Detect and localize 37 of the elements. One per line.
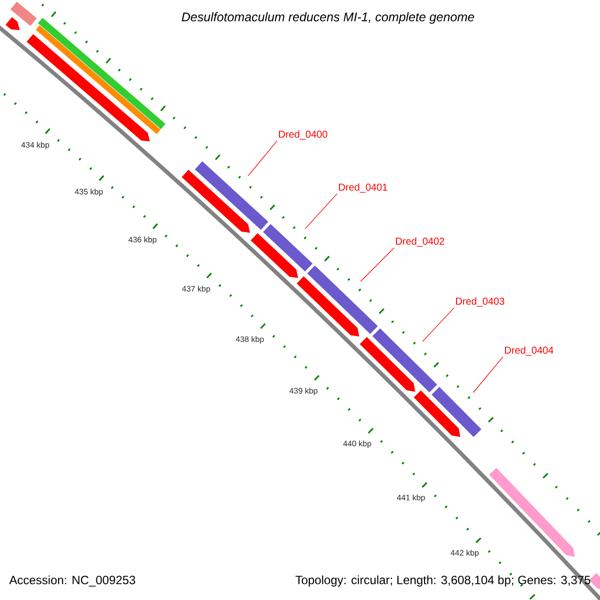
leader-line: [422, 307, 454, 342]
scale-label: 437 kbp: [182, 286, 210, 294]
gene-label: Dred_0403: [456, 297, 504, 307]
gene-arrow-shape: [489, 468, 575, 557]
scale-label: 440 kbp: [343, 440, 372, 448]
gene-arrow-shape: [589, 573, 600, 590]
gene-bar: [38, 18, 166, 130]
gene-bar: [263, 224, 313, 272]
scale-label: 442 kbp: [450, 550, 479, 558]
gene-arrow-shape: [296, 276, 360, 337]
gene-label: Dred_0404: [505, 346, 554, 356]
accession-text: Accession: NC_009253: [9, 575, 136, 587]
gene-bar: [372, 328, 438, 392]
scale-label: 436 kbp: [128, 236, 156, 244]
scale-label: 435 kbp: [74, 188, 103, 196]
gene-label: Dred_0401: [339, 183, 388, 193]
scale-label: 441 kbp: [396, 494, 425, 502]
scale-label: 434 kbp: [21, 142, 50, 150]
gene-arrow-shape: [26, 34, 150, 142]
scale-label: 439 kbp: [290, 388, 318, 396]
gene-bar: [432, 386, 482, 437]
scale-label: 438 kbp: [236, 336, 264, 344]
gene-arrow-shape: [250, 233, 298, 278]
gene-arrow-shape: [360, 337, 416, 392]
title: Desulfotomaculum reducens MI-1, complete genome: [182, 12, 474, 24]
gene-label: Dred_0400: [279, 130, 328, 140]
gene-bar: [10, 2, 37, 26]
gene-arrow-shape: [6, 17, 20, 30]
gene-arrow-shape: [414, 390, 460, 438]
gene-label: Dred_0402: [396, 237, 444, 247]
gene-bar: [36, 25, 161, 134]
gene-bar: [194, 161, 268, 230]
gene-bar: [307, 266, 378, 334]
genome-info-text: Topology: circular; Length: 3,608,104 bp; Genes: 3,375: [296, 575, 590, 587]
leader-line: [472, 356, 504, 393]
leader-line: [360, 247, 394, 282]
gene-arrow-shape: [182, 170, 250, 233]
